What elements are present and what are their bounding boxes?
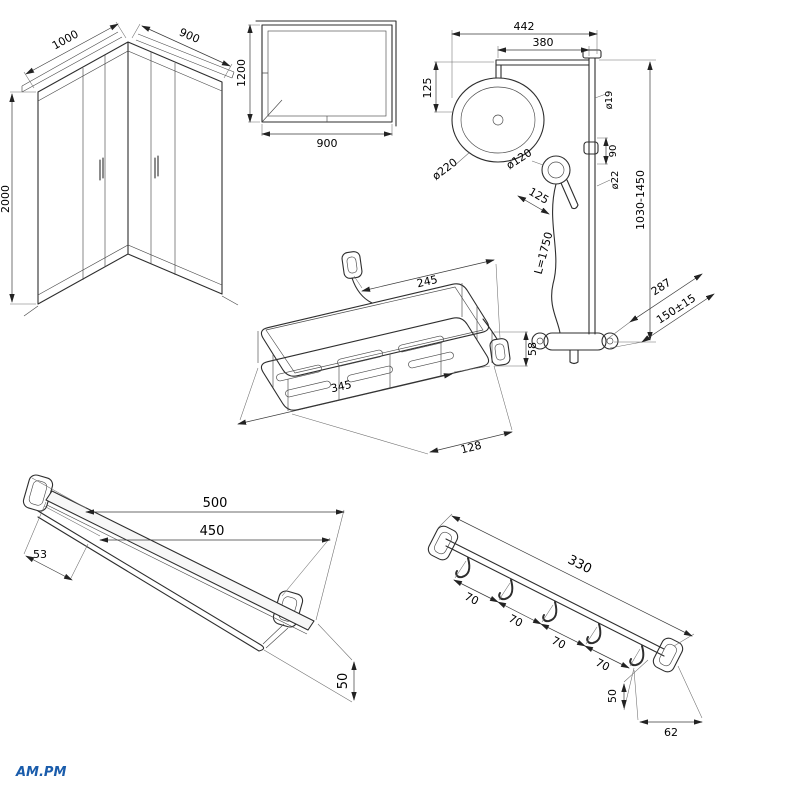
shower-system-drawing: 442 380 125 ø220 ø120 125 L=1750 ø19 90 … bbox=[421, 20, 715, 365]
rain-shower-head bbox=[451, 77, 545, 163]
dim-head-diameter: ø220 bbox=[430, 156, 460, 183]
shower-basket-drawing: 245 345 128 58 bbox=[237, 251, 539, 457]
dim-hook-pitch-2: 70 bbox=[506, 612, 524, 630]
brand-logo: AM.PM bbox=[15, 765, 66, 780]
door-handles bbox=[99, 155, 159, 181]
dim-pipe-diameter: ø19 bbox=[604, 91, 615, 110]
dim-basket-height: 58 bbox=[526, 342, 539, 356]
basket-wall-bracket-left bbox=[341, 251, 373, 304]
dim-shelf-drop: 50 bbox=[336, 673, 351, 690]
basket-wall-bracket-right bbox=[482, 318, 511, 366]
plan-door bbox=[261, 72, 328, 123]
dim-shelf-bracket: 53 bbox=[33, 548, 47, 561]
towel-bar bbox=[37, 510, 289, 652]
shower-riser-pipe bbox=[588, 57, 596, 335]
dim-bracket: 90 bbox=[608, 145, 619, 158]
slider-bracket bbox=[583, 141, 599, 155]
shelf-wall-plate-left bbox=[22, 474, 54, 512]
dim-shower-arm: 380 bbox=[533, 36, 554, 49]
shower-hose bbox=[551, 183, 561, 334]
dim-hose-length: L=1750 bbox=[532, 230, 556, 275]
dim-rail-length: 330 bbox=[565, 553, 594, 578]
sliding-doors bbox=[82, 52, 176, 280]
shower-arm bbox=[495, 59, 590, 79]
rail-wall-plate-right bbox=[652, 637, 684, 673]
dim-enclosure-width: 1000 bbox=[50, 27, 81, 52]
corner-enclosure-drawing: 1000 900 2000 bbox=[0, 21, 239, 317]
hook-rail-drawing: 330 70 70 70 70 50 62 bbox=[427, 513, 703, 739]
dim-projection: 287 bbox=[649, 276, 674, 298]
basket-bottom-rim bbox=[260, 317, 490, 411]
dim-tube-diameter: ø22 bbox=[610, 171, 621, 190]
dim-hook-pitch-1: 70 bbox=[462, 590, 480, 608]
rail-wall-plate-left bbox=[427, 525, 459, 561]
plan-walls bbox=[255, 20, 397, 127]
dim-rail-end-offset: 62 bbox=[664, 726, 678, 739]
enclosure-plan-drawing: 1200 900 bbox=[235, 20, 397, 150]
dim-basket-length: 345 bbox=[330, 378, 353, 395]
dim-enclosure-height: 2000 bbox=[0, 185, 12, 213]
dim-plan-width: 900 bbox=[317, 137, 338, 150]
dim-shower-overall: 442 bbox=[514, 20, 535, 33]
dim-hook-pitch-4: 70 bbox=[593, 656, 611, 674]
basket-top-rim bbox=[260, 283, 490, 377]
thermostat-mixer bbox=[531, 332, 619, 365]
dim-shelf-bar: 450 bbox=[200, 524, 225, 539]
glass-shelf bbox=[45, 490, 315, 631]
dim-basket-mount: 245 bbox=[416, 273, 439, 290]
dim-shelf-overall: 500 bbox=[203, 496, 228, 511]
dim-hand-length: 125 bbox=[526, 185, 551, 207]
hooks bbox=[455, 557, 645, 667]
dim-hook-pitch-3: 70 bbox=[549, 634, 567, 652]
dim-head-drop: 125 bbox=[421, 78, 434, 99]
glass-shelf-towel-bar-drawing: 500 450 53 50 bbox=[22, 474, 357, 703]
dim-hand-diameter: ø120 bbox=[504, 146, 534, 172]
dim-enclosure-depth: 900 bbox=[177, 26, 201, 46]
wall-flange bbox=[582, 49, 602, 59]
dim-height-range: 1030-1450 bbox=[634, 170, 647, 230]
dim-plan-depth: 1200 bbox=[235, 59, 248, 87]
dim-basket-depth: 128 bbox=[459, 439, 483, 457]
dim-hook-drop: 50 bbox=[606, 689, 619, 703]
